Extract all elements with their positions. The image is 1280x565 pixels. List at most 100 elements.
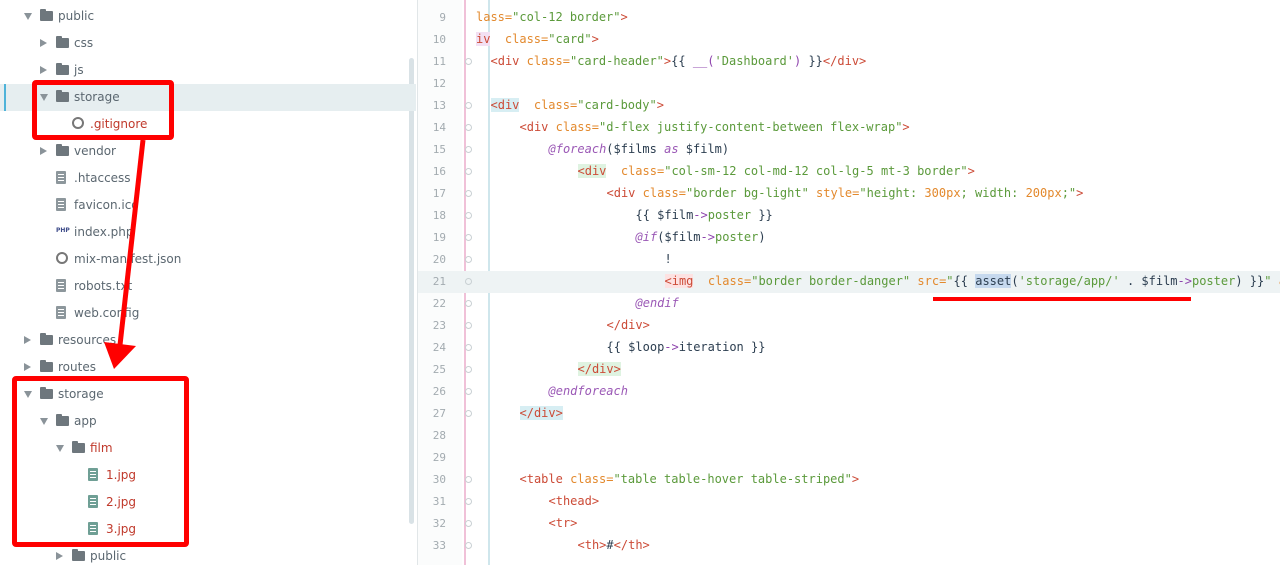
code-text: </div>: [607, 318, 650, 332]
tree-item[interactable]: 1.jpg: [0, 462, 416, 489]
chevron-right-icon[interactable]: [40, 39, 47, 47]
code-token: class=: [707, 274, 752, 288]
code-line[interactable]: 17<div class="border bg-light" style="he…: [418, 183, 1280, 205]
chevron-down-icon[interactable]: [56, 445, 64, 452]
fold-marker[interactable]: [465, 542, 472, 549]
code-line[interactable]: 30<table class="table table-hover table-…: [418, 469, 1280, 491]
code-text: !: [665, 252, 672, 266]
gear-icon: [56, 252, 68, 264]
code-text: @endforeach: [549, 384, 628, 398]
code-line[interactable]: 14<div class="d-flex justify-content-bet…: [418, 117, 1280, 139]
tree-item[interactable]: storage: [0, 84, 416, 111]
fold-marker[interactable]: [465, 212, 472, 219]
tree-item[interactable]: js: [0, 57, 416, 84]
line-number: 20: [432, 253, 446, 266]
tree-item-label: js: [74, 63, 84, 77]
fold-marker[interactable]: [465, 124, 472, 131]
code-line[interactable]: 15@foreach($films as $film): [418, 139, 1280, 161]
tree-item[interactable]: public: [0, 543, 416, 565]
code-line[interactable]: 11<div class="card-header">{{ __('Dashbo…: [418, 51, 1280, 73]
code-line[interactable]: 24{{ $loop->iteration }}: [418, 337, 1280, 359]
fold-marker[interactable]: [465, 520, 472, 527]
fold-marker[interactable]: [465, 344, 472, 351]
line-number: 31: [432, 495, 446, 508]
file-icon: [56, 279, 66, 292]
fold-marker[interactable]: [465, 234, 472, 241]
tree-item[interactable]: app: [0, 408, 416, 435]
fold-marker[interactable]: [465, 256, 472, 263]
fold-marker[interactable]: [465, 322, 472, 329]
code-line[interactable]: 21<img class="border border-danger" src=…: [418, 271, 1280, 293]
code-token: </div>: [519, 406, 563, 420]
fold-marker[interactable]: [465, 168, 472, 175]
tree-scrollbar[interactable]: [409, 58, 414, 524]
code-line[interactable]: 13<div class="card-body">: [418, 95, 1280, 117]
tree-item[interactable]: 2.jpg: [0, 489, 416, 516]
chevron-right-icon[interactable]: [40, 66, 47, 74]
tree-item[interactable]: routes: [0, 354, 416, 381]
fold-marker[interactable]: [465, 278, 472, 285]
tree-item[interactable]: favicon.ico: [0, 192, 416, 219]
code-line[interactable]: 23</div>: [418, 315, 1280, 337]
tree-item[interactable]: css: [0, 30, 416, 57]
code-line[interactable]: 31<thead>: [418, 491, 1280, 513]
code-line[interactable]: 12: [418, 73, 1280, 95]
code-token: </div>: [606, 318, 650, 332]
code-token: poster: [715, 230, 759, 244]
fold-marker[interactable]: [465, 300, 472, 307]
code-line[interactable]: 18{{ $film->poster }}: [418, 205, 1280, 227]
code-token: class=: [642, 186, 686, 200]
fold-marker[interactable]: [465, 498, 472, 505]
code-line[interactable]: 26@endforeach: [418, 381, 1280, 403]
fold-marker[interactable]: [465, 190, 472, 197]
chevron-down-icon[interactable]: [40, 94, 48, 101]
tree-item[interactable]: 3.jpg: [0, 516, 416, 543]
tree-item[interactable]: film: [0, 435, 416, 462]
chevron-right-icon[interactable]: [24, 336, 31, 344]
chevron-down-icon[interactable]: [40, 418, 48, 425]
code-line[interactable]: 20!: [418, 249, 1280, 271]
code-line[interactable]: 25</div>: [418, 359, 1280, 381]
chevron-right-icon[interactable]: [24, 363, 31, 371]
tree-item-label: routes: [58, 360, 96, 374]
tree-item[interactable]: resources: [0, 327, 416, 354]
tree-item[interactable]: robots.txt: [0, 273, 416, 300]
tree-item-label: .htaccess: [74, 171, 131, 185]
fold-marker[interactable]: [465, 102, 472, 109]
fold-marker[interactable]: [465, 476, 472, 483]
chevron-right-icon[interactable]: [40, 147, 47, 155]
chevron-down-icon[interactable]: [24, 391, 32, 398]
code-line[interactable]: 29: [418, 447, 1280, 469]
code-line[interactable]: 22@endif: [418, 293, 1280, 315]
fold-marker[interactable]: [465, 146, 472, 153]
code-line[interactable]: 27</div>: [418, 403, 1280, 425]
tree-item[interactable]: mix-manifest.json: [0, 246, 416, 273]
image-file-icon: [88, 468, 98, 481]
code-token: ;": [1061, 186, 1077, 200]
code-line[interactable]: 32<tr>: [418, 513, 1280, 535]
code-line[interactable]: 16<div class="col-sm-12 col-md-12 col-lg…: [418, 161, 1280, 183]
tree-item[interactable]: .gitignore: [0, 111, 416, 138]
line-number: 18: [432, 209, 446, 222]
tree-item-label: .gitignore: [90, 117, 148, 131]
code-line[interactable]: 28: [418, 425, 1280, 447]
code-line[interactable]: 33<th>#</th>: [418, 535, 1280, 557]
fold-marker[interactable]: [465, 58, 472, 65]
code-line[interactable]: 19@if($film->poster): [418, 227, 1280, 249]
chevron-down-icon[interactable]: [24, 13, 32, 20]
tree-item[interactable]: public: [0, 3, 416, 30]
chevron-right-icon[interactable]: [56, 552, 63, 560]
fold-marker[interactable]: [465, 388, 472, 395]
tree-item-label: public: [58, 9, 95, 23]
tree-item[interactable]: storage: [0, 381, 416, 408]
tree-item[interactable]: .htaccess: [0, 165, 416, 192]
code-token: <div: [490, 54, 527, 68]
fold-marker[interactable]: [465, 410, 472, 417]
fold-marker[interactable]: [465, 366, 472, 373]
tree-item[interactable]: web.config: [0, 300, 416, 327]
tree-item[interactable]: vendor: [0, 138, 416, 165]
